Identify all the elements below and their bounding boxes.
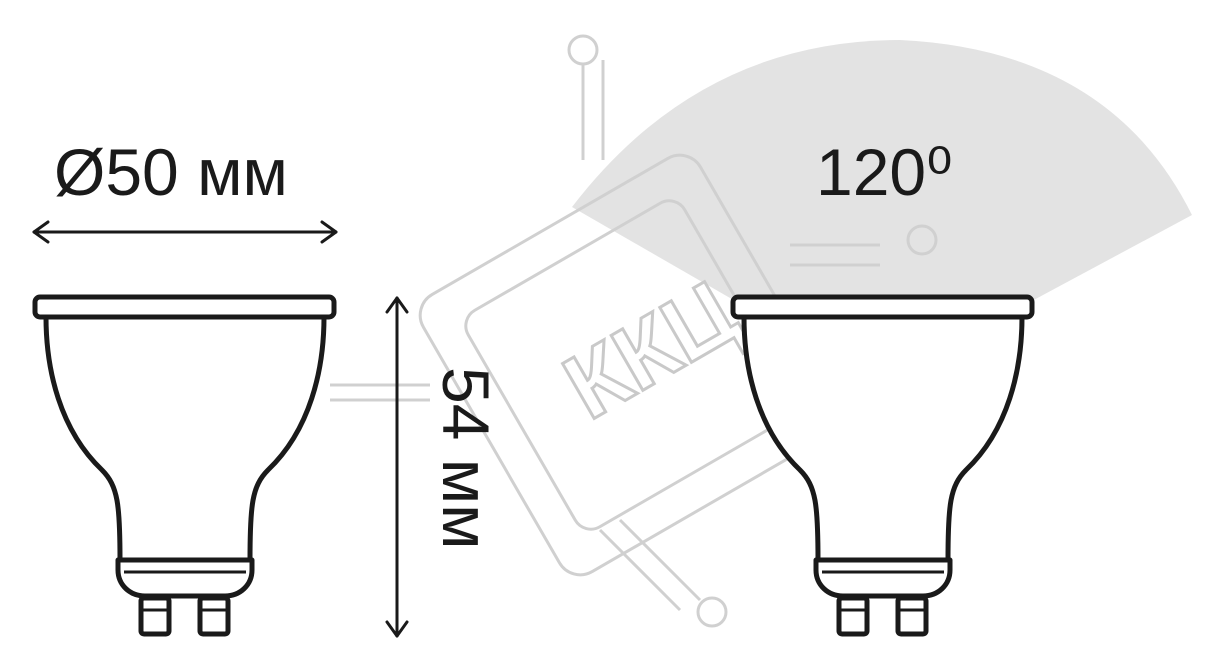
right-lamp-pin-left xyxy=(836,595,870,637)
watermark-circle-top xyxy=(567,34,599,66)
left-lamp-rim xyxy=(32,294,337,320)
left-lamp-pin-right xyxy=(197,595,231,637)
beam-angle-wedge xyxy=(572,40,1192,302)
height-arrow xyxy=(385,296,409,638)
beam-angle-label: 120⁰ xyxy=(816,135,953,209)
right-lamp-reflector xyxy=(741,314,1025,563)
watermark-circle-bottom xyxy=(696,596,728,628)
height-label: 54 мм xyxy=(429,367,503,550)
diameter-label: Ø50 мм xyxy=(54,135,288,209)
left-lamp xyxy=(32,294,337,637)
diameter-arrow xyxy=(32,220,338,244)
right-lamp-rim xyxy=(730,294,1035,320)
right-lamp xyxy=(730,294,1035,637)
right-lamp-base xyxy=(813,557,953,599)
left-lamp-reflector xyxy=(43,314,327,563)
left-lamp-base xyxy=(115,557,255,599)
left-lamp-pin-left xyxy=(138,595,172,637)
watermark-outer-frame xyxy=(418,153,842,577)
right-lamp-pin-right xyxy=(895,595,929,637)
watermark-circle-right xyxy=(906,224,938,256)
